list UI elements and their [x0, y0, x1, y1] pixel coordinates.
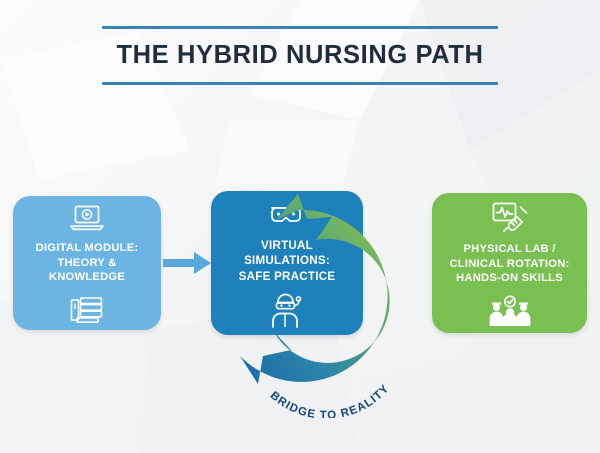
title-rule-bottom [102, 81, 498, 85]
flow-card-label: DIGITAL MODULE:THEORY &KNOWLEDGE [35, 241, 139, 284]
medical-team-check-icon [486, 295, 534, 327]
person-vr-headset-icon [267, 293, 307, 329]
title-rule-top [102, 26, 498, 29]
laptop-video-icon [69, 204, 105, 232]
flow-card-label: PHYSICAL LAB /CLINICAL ROTATION:HANDS-ON… [449, 242, 570, 285]
ecg-syringe-icon [490, 201, 530, 233]
page-title: THE HYBRID NURSING PATH [116, 41, 484, 69]
stacked-books-icon [68, 294, 106, 324]
page-title-block: THE HYBRID NURSING PATH [0, 26, 600, 85]
flow-card-physical-lab[interactable]: PHYSICAL LAB /CLINICAL ROTATION:HANDS-ON… [432, 193, 587, 333]
connector-arrow-digital-to-virtual [163, 252, 211, 274]
vr-headset-icon [267, 199, 307, 229]
flow-card-digital-module[interactable]: DIGITAL MODULE:THEORY &KNOWLEDGE [13, 196, 161, 330]
